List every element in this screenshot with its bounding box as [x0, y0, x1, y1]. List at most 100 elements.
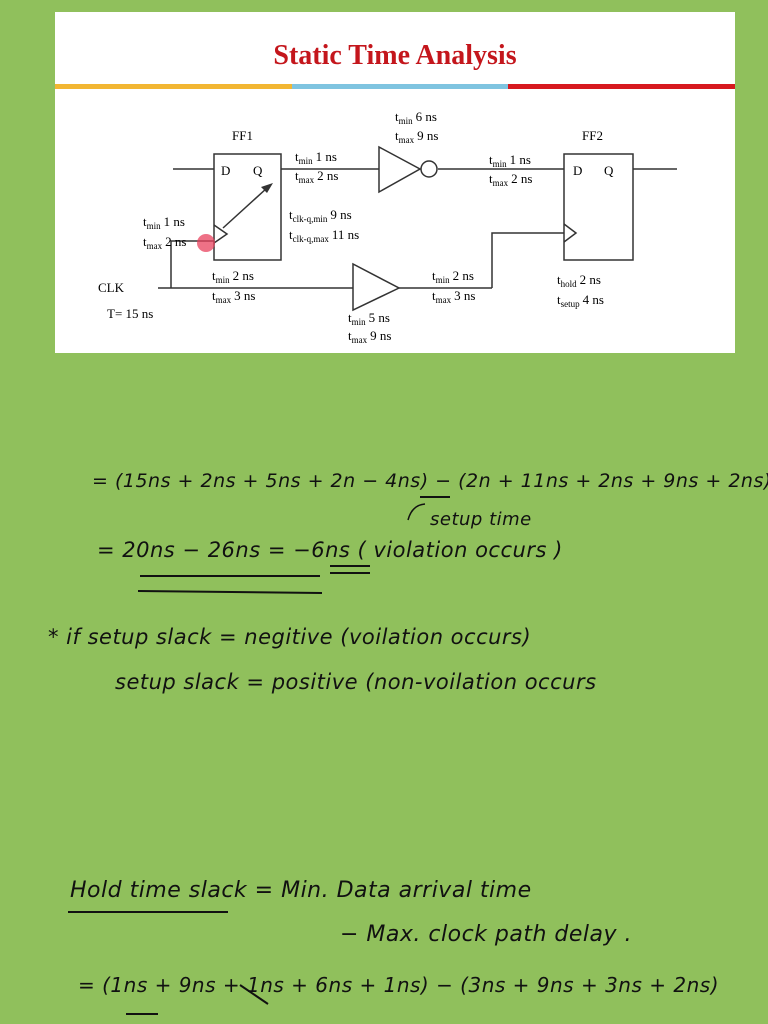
- ff1-arrow: [222, 187, 268, 229]
- underline-result-2: [137, 590, 323, 594]
- ff1clk-max-value: 2 ns: [165, 234, 186, 249]
- ff2d-min-t: t: [489, 152, 493, 167]
- annotation-hook: [407, 503, 426, 521]
- clkq-max-value: 11 ns: [332, 227, 359, 242]
- setup-sub: setup: [561, 299, 580, 309]
- clkq-min-sub: clk-q,min: [293, 214, 328, 224]
- inv-min-sub: min: [399, 116, 414, 126]
- clkq-max-t: t: [289, 227, 293, 242]
- clkw-min-value: 2 ns: [233, 268, 254, 283]
- note-line-3: * if setup slack = negitive (voilation o…: [48, 625, 532, 649]
- strike-1ns: [239, 984, 269, 1005]
- ff2d-min-sub: min: [493, 159, 508, 169]
- note-line-7: = (1ns + 9ns + 1ns + 6ns + 1ns) − (3ns +…: [78, 973, 719, 997]
- note-line-2: = 20ns − 26ns = −6ns ( violation occurs …: [97, 538, 563, 562]
- ff1q-max-value: 2 ns: [317, 168, 338, 183]
- hold-t: t: [557, 272, 561, 287]
- clock-buffer-gate: [352, 262, 401, 312]
- inv-max-t: t: [395, 128, 399, 143]
- ff1-arrow-head: [261, 183, 273, 193]
- note-line-1: = (15ns + 2ns + 5ns + 2n − 4ns) − (2n + …: [92, 470, 768, 492]
- bufout-max-value: 3 ns: [454, 288, 475, 303]
- hold-sub: hold: [561, 279, 578, 289]
- ff2d-max-t: t: [489, 171, 493, 186]
- period-label: T= 15 ns: [107, 306, 153, 321]
- stripe-yellow: [55, 84, 292, 89]
- ff1-clk-triangle: [213, 224, 229, 244]
- buf-max-value: 9 ns: [370, 328, 391, 343]
- inv-max-value: 9 ns: [417, 128, 438, 143]
- ff2-q-pin: Q: [604, 163, 614, 178]
- slide-panel: Static Time Analysis D Q FF1 D Q FF2: [55, 12, 735, 353]
- stripe-red: [508, 84, 735, 89]
- ff1clk-min-value: 1 ns: [164, 214, 185, 229]
- ff1clk-min-t: t: [143, 214, 147, 229]
- ff1q-min-t: t: [295, 149, 299, 164]
- ff2d-min-value: 1 ns: [510, 152, 531, 167]
- ff1q-min-value: 1 ns: [316, 149, 337, 164]
- inv-max-sub: max: [399, 135, 415, 145]
- ff1-d-pin: D: [221, 163, 230, 178]
- ff2-clk-wire: [491, 232, 564, 288]
- buf-min-t: t: [348, 310, 352, 325]
- clkq-max-sub: clk-q,max: [293, 234, 330, 244]
- buf-min-sub: min: [352, 317, 367, 327]
- ff1-q-pin: Q: [253, 163, 263, 178]
- bufout-min-value: 2 ns: [453, 268, 474, 283]
- setup-value: 4 ns: [583, 292, 604, 307]
- ff2-clk-triangle: [563, 223, 578, 243]
- ff1-label: FF1: [232, 128, 253, 143]
- buf-max-sub: max: [352, 335, 368, 345]
- ff2d-max-value: 2 ns: [511, 171, 532, 186]
- note-line-4: setup slack = positive (non-voilation oc…: [115, 670, 597, 694]
- buf-max-t: t: [348, 328, 352, 343]
- ff1q-max-sub: max: [299, 175, 315, 185]
- clkw-min-t: t: [212, 268, 216, 283]
- inverter-gate: [378, 145, 422, 194]
- clkw-max-sub: max: [216, 295, 232, 305]
- ff1clk-min-sub: min: [147, 221, 162, 231]
- hold-value: 2 ns: [580, 272, 601, 287]
- clkw-min-sub: min: [216, 275, 231, 285]
- buf-min-value: 5 ns: [369, 310, 390, 325]
- ff2-box: [563, 153, 634, 261]
- ff1q-min-sub: min: [299, 156, 314, 166]
- bufout-max-t: t: [432, 288, 436, 303]
- ff2-d-pin: D: [573, 163, 582, 178]
- ff1-box: [213, 153, 282, 261]
- inv-min-value: 6 ns: [416, 109, 437, 124]
- inverter-bubble: [420, 160, 438, 178]
- inv-min-t: t: [395, 109, 399, 124]
- cursor-highlight: [197, 234, 215, 252]
- bufout-max-sub: max: [436, 295, 452, 305]
- stripe-blue: [292, 84, 508, 89]
- clkw-max-value: 3 ns: [234, 288, 255, 303]
- slide-title: Static Time Analysis: [273, 40, 517, 71]
- bufout-min-sub: min: [436, 275, 451, 285]
- ff2-label: FF2: [582, 128, 603, 143]
- note-annotation: setup time: [430, 509, 532, 530]
- clkq-min-value: 9 ns: [330, 207, 351, 222]
- bufout-min-t: t: [432, 268, 436, 283]
- clkq-min-t: t: [289, 207, 293, 222]
- ff1q-max-t: t: [295, 168, 299, 183]
- ff1clk-max-t: t: [143, 234, 147, 249]
